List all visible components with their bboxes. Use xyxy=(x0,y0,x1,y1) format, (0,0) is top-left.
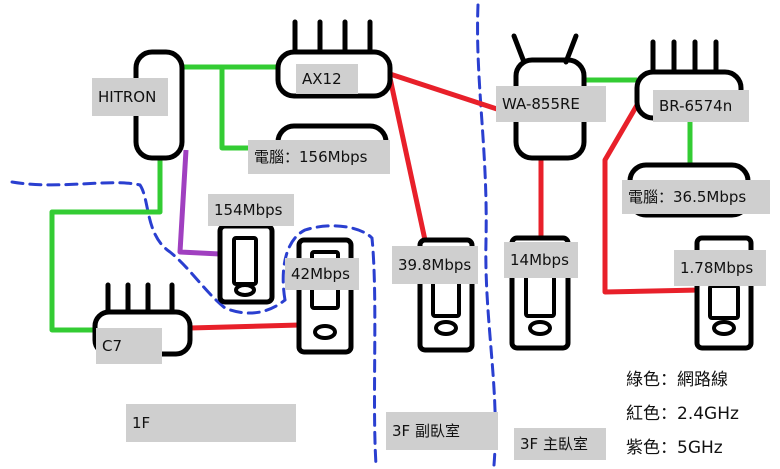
speed-398-label: 39.8Mbps xyxy=(392,246,478,284)
wifi-24-links xyxy=(189,71,701,331)
link-ax12-wa855re xyxy=(389,71,501,113)
hitron-label: HITRON xyxy=(92,78,168,116)
br6574n-label: BR-6574n xyxy=(653,90,749,122)
boundary-1f-inner xyxy=(281,224,378,467)
zone-boundaries xyxy=(10,3,497,467)
wa855re-antennas xyxy=(511,33,579,65)
legend-purple: 紫色：5GHz xyxy=(626,438,723,458)
link-hitron-c7 xyxy=(49,158,163,333)
boundary-3f-divider xyxy=(476,3,497,467)
phone-42 xyxy=(296,237,354,355)
c7-antennas xyxy=(105,282,175,315)
link-ax12-398 xyxy=(387,77,428,241)
speed-42-label: 42Mbps xyxy=(285,258,359,290)
c7-label: C7 xyxy=(96,328,162,364)
phone-154 xyxy=(217,223,275,305)
link-hitron-154-5ghz xyxy=(177,149,221,257)
zone-secondary-label: 3F 副臥室 xyxy=(386,412,498,450)
pc2-label: 電腦：36.5Mbps xyxy=(622,180,770,214)
br6574n-antennas xyxy=(650,39,719,75)
link-hitron-pc1 xyxy=(219,67,277,151)
zone-1f-label: 1F xyxy=(126,404,296,442)
speed-178-label: 1.78Mbps xyxy=(674,250,766,286)
legend-green: 綠色：網路線 xyxy=(626,370,728,390)
wired-links xyxy=(49,64,693,333)
zone-master-label: 3F 主臥室 xyxy=(514,428,606,460)
legend-red: 紅色：2.4GHz xyxy=(626,404,739,424)
link-br6574n-178 xyxy=(602,98,701,295)
speed-14-label: 14Mbps xyxy=(504,242,578,278)
wa855re-label: WA-855RE xyxy=(496,86,606,122)
ax12-label: AX12 xyxy=(296,64,358,94)
link-c7-42 xyxy=(189,322,301,331)
antennas xyxy=(105,19,719,315)
pc1-label: 電腦：156Mbps xyxy=(248,140,390,174)
ax12-antennas xyxy=(292,19,373,55)
boundary-1f-top xyxy=(10,180,287,315)
speed-154-label: 154Mbps xyxy=(208,194,294,226)
